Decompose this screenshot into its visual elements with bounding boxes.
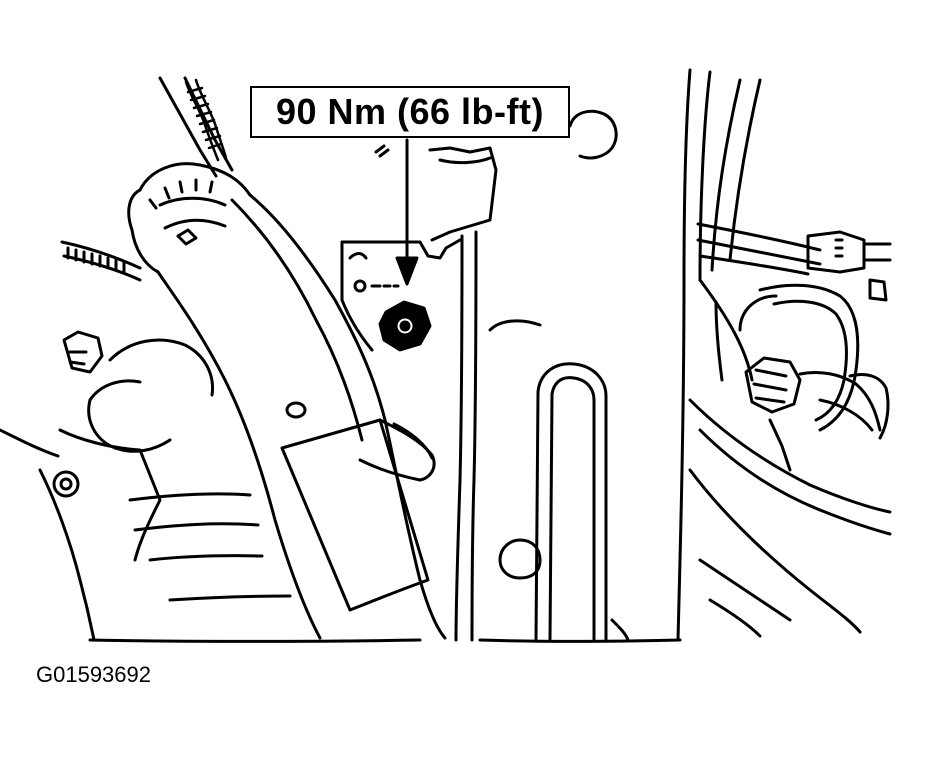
center-bracket (340, 144, 498, 642)
rivet-plug (498, 538, 542, 580)
right-frame-rail (676, 68, 822, 642)
air-intake-duct (156, 193, 447, 640)
callout-reference-circle (568, 109, 618, 160)
bottom-floor-lines (88, 638, 682, 643)
callout-leader-arrow (395, 138, 419, 286)
torque-callout-box: 90 Nm (66 lb-ft) (250, 86, 570, 138)
wiring-harness-coil (184, 78, 228, 162)
hose-boot (127, 162, 252, 274)
right-connector-bracket (698, 230, 892, 472)
center-slot-channel (488, 319, 608, 642)
left-upper-strut (158, 76, 234, 178)
left-engine-components (0, 240, 292, 642)
torque-spec-label: 90 Nm (66 lb-ft) (275, 91, 545, 132)
right-lower-panel (610, 398, 892, 642)
mounting-nut (378, 300, 432, 352)
figure-id-label: G01593692 (36, 662, 151, 687)
